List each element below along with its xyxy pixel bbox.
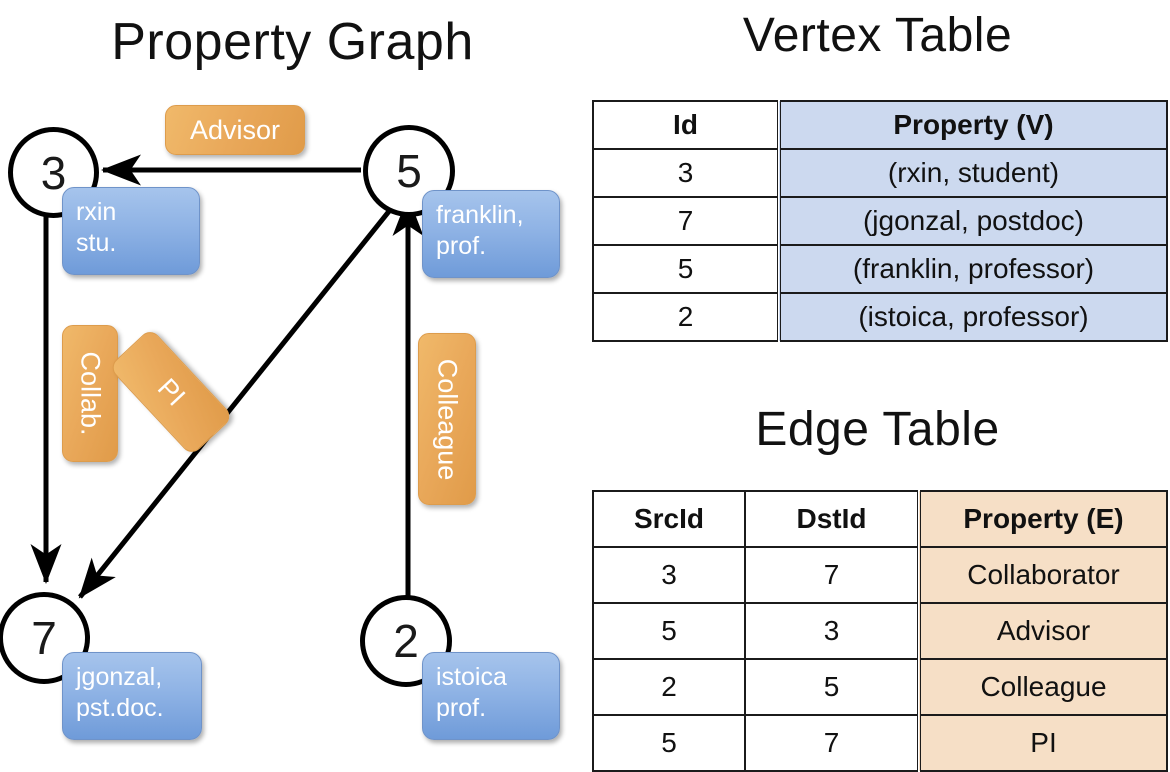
page-title-vertex-table: Vertex Table — [742, 9, 1013, 62]
vertex-cell-id: 2 — [592, 292, 780, 342]
edge-table: SrcId DstId Property (E) 3 7 Collaborato… — [592, 490, 1168, 772]
property-graph-diagram: 3 5 7 2 rxin stu. franklin, prof. jgonza… — [0, 85, 585, 760]
edge-label-colleague[interactable]: Colleague — [418, 333, 476, 505]
table-row: 7 (jgonzal, postdoc) — [592, 196, 1168, 246]
table-row: 5 (franklin, professor) — [592, 244, 1168, 294]
vertex-property-line1: rxin — [76, 198, 117, 226]
edge-label-text: Collab. — [75, 351, 106, 436]
graph-edges-svg — [30, 154, 424, 599]
edge-5-to-7 — [78, 208, 392, 599]
table-row: 5 7 PI — [592, 714, 1168, 772]
vertex-cell-property: (franklin, professor) — [777, 244, 1168, 294]
table-row: 3 7 Collaborator — [592, 546, 1168, 604]
vertex-node-3[interactable]: 3 — [8, 127, 99, 218]
vertex-property-line2: pst.doc. — [76, 693, 164, 722]
edge-label-text: Colleague — [432, 358, 463, 480]
vertex-property-box-franklin[interactable]: franklin, prof. — [422, 190, 560, 278]
table-header-row: Id Property (V) — [592, 100, 1168, 150]
vertex-cell-property: (rxin, student) — [777, 148, 1168, 198]
edge-cell-dstid: 7 — [744, 714, 920, 772]
edge-label-collab[interactable]: Collab. — [62, 325, 118, 462]
edge-cell-dstid: 3 — [744, 602, 920, 660]
table-header-row: SrcId DstId Property (E) — [592, 490, 1168, 548]
vertex-property-box-jgonzal[interactable]: jgonzal, pst.doc. — [62, 652, 202, 740]
page-title-property-graph: Property Graph — [111, 13, 474, 71]
table-row: 2 (istoica, professor) — [592, 292, 1168, 342]
edge-cell-srcid: 5 — [592, 714, 746, 772]
vertex-property-line2: stu. — [76, 228, 117, 257]
edge-header-srcid: SrcId — [592, 490, 746, 548]
edge-cell-dstid: 5 — [744, 658, 920, 716]
edge-cell-srcid: 3 — [592, 546, 746, 604]
edge-cell-property: Collaborator — [917, 546, 1168, 604]
vertex-property-line2: prof. — [436, 693, 487, 722]
vertex-cell-property: (istoica, professor) — [777, 292, 1168, 342]
vertex-cell-id: 7 — [592, 196, 780, 246]
vertex-header-property: Property (V) — [777, 100, 1168, 150]
table-row: 2 5 Colleague — [592, 658, 1168, 716]
edge-label-advisor[interactable]: Advisor — [165, 105, 305, 155]
vertex-header-id: Id — [592, 100, 780, 150]
vertex-table: Id Property (V) 3 (rxin, student) 7 (jgo… — [592, 100, 1168, 342]
vertex-cell-id: 5 — [592, 244, 780, 294]
edge-cell-property: Colleague — [917, 658, 1168, 716]
vertex-cell-id: 3 — [592, 148, 780, 198]
edge-header-property: Property (E) — [917, 490, 1168, 548]
table-row: 5 3 Advisor — [592, 602, 1168, 660]
vertex-property-line1: franklin, — [436, 201, 524, 229]
vertex-property-box-istoica[interactable]: istoica prof. — [422, 652, 560, 740]
vertex-property-line1: jgonzal, — [76, 663, 163, 691]
table-row: 3 (rxin, student) — [592, 148, 1168, 198]
page-title-edge-table: Edge Table — [755, 403, 1000, 456]
vertex-property-line2: prof. — [436, 231, 487, 260]
edge-cell-dstid: 7 — [744, 546, 920, 604]
edge-header-dstid: DstId — [744, 490, 920, 548]
edge-cell-property: Advisor — [917, 602, 1168, 660]
vertex-property-line1: istoica — [436, 663, 507, 691]
vertex-cell-property: (jgonzal, postdoc) — [777, 196, 1168, 246]
edge-label-text: PI — [151, 372, 192, 412]
edge-cell-srcid: 5 — [592, 602, 746, 660]
edge-cell-property: PI — [917, 714, 1168, 772]
edge-label-text: Advisor — [189, 114, 281, 145]
vertex-property-box-rxin[interactable]: rxin stu. — [62, 187, 200, 275]
edge-cell-srcid: 2 — [592, 658, 746, 716]
